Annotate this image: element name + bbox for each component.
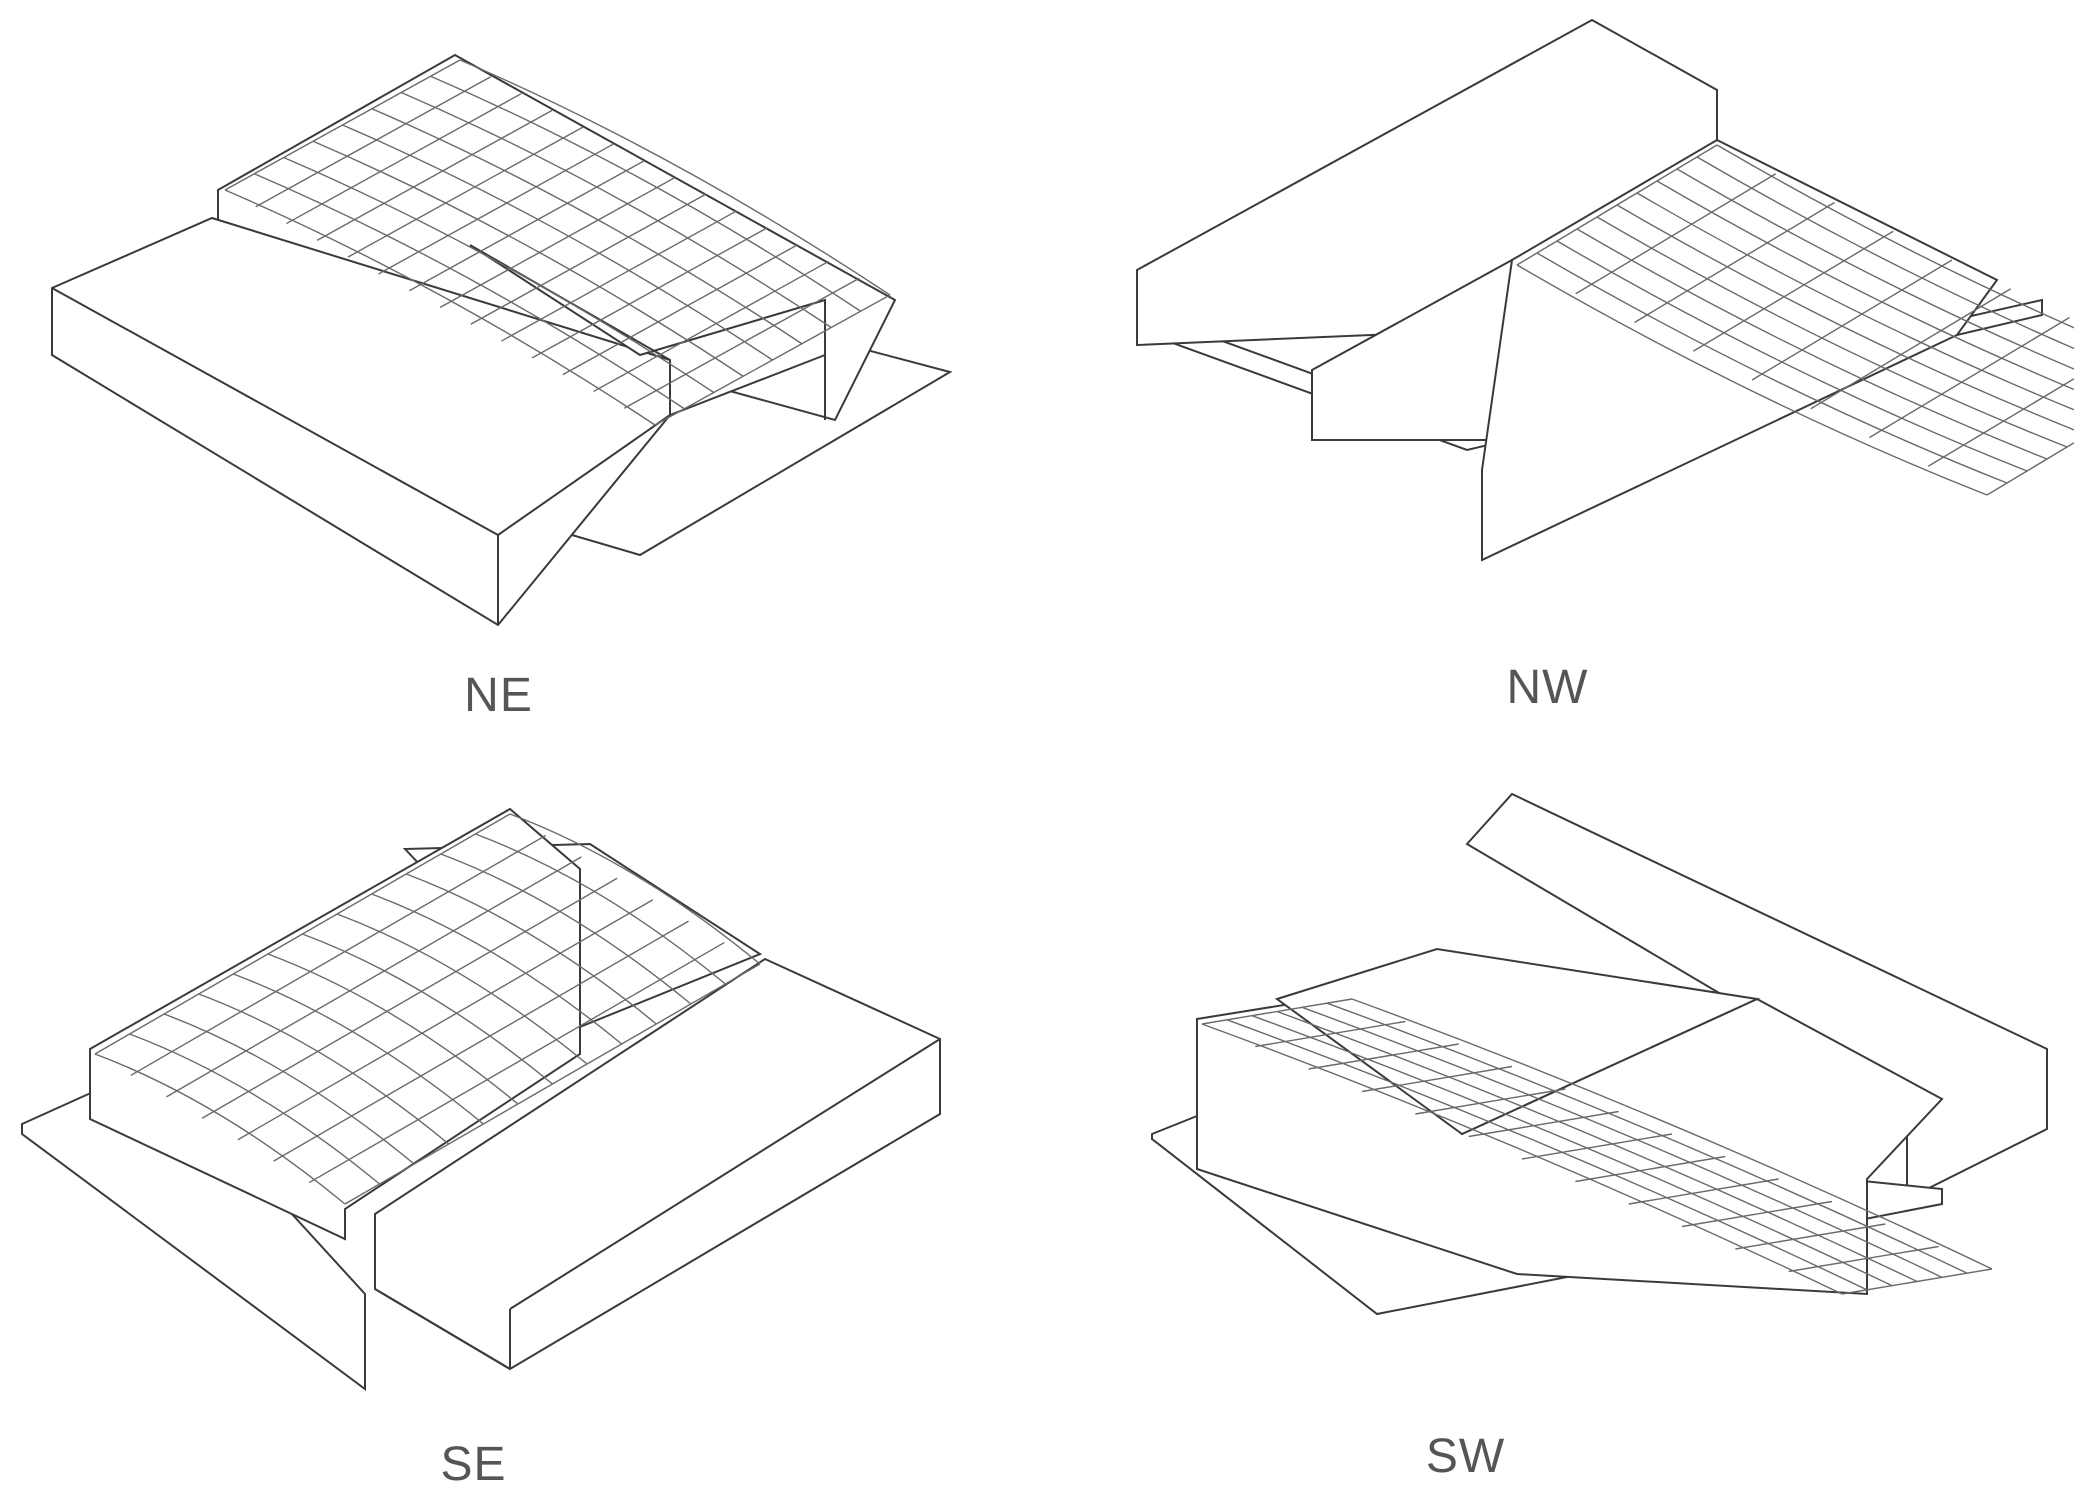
view-ne: NE <box>0 0 1037 749</box>
view-sw: SW <box>1037 749 2074 1498</box>
view-nw: NW <box>1037 0 2074 749</box>
view-label-nw: NW <box>1506 661 1589 714</box>
axonometric-ne-drawing <box>51 53 953 627</box>
view-label-ne: NE <box>464 669 533 722</box>
axonometric-sw-drawing <box>1151 792 2048 1316</box>
axonometric-se-drawing <box>21 807 941 1391</box>
view-se: SE <box>0 749 1037 1498</box>
view-label-sw: SW <box>1425 1430 1506 1483</box>
view-label-se: SE <box>440 1438 507 1491</box>
axonometric-nw-drawing <box>1136 18 2074 562</box>
